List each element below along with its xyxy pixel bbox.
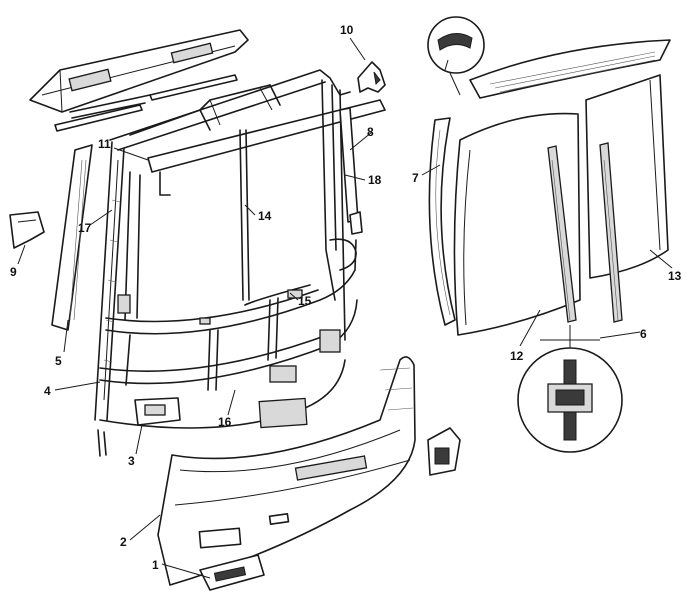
detail-circle-lower <box>517 325 623 453</box>
cab-frame <box>94 69 386 457</box>
callout-2: 2 <box>120 535 127 549</box>
leader-lines <box>17 37 673 579</box>
callout-11: 11 <box>98 137 111 151</box>
seal-strips <box>547 142 623 323</box>
callout-15: 15 <box>298 294 312 308</box>
callout-3: 3 <box>128 454 135 468</box>
callout-8: 8 <box>367 125 374 139</box>
rear-side-panel-12 <box>453 112 581 336</box>
callout-12: 12 <box>510 349 524 363</box>
roof-panel <box>29 29 249 119</box>
detail-circle-upper <box>427 16 485 96</box>
callout-14: 14 <box>258 209 272 223</box>
callout-13: 13 <box>668 269 682 283</box>
front-lower-panel <box>157 356 416 586</box>
callout-4: 4 <box>44 384 51 398</box>
rear-pillar-7 <box>428 117 456 326</box>
right-clip <box>349 211 363 235</box>
headlamp-housing <box>199 554 265 591</box>
rear-side-panel-13 <box>585 74 669 279</box>
callout-labels: 1 2 3 4 5 6 7 8 9 10 11 12 13 14 15 16 1… <box>10 23 682 572</box>
callout-7: 7 <box>412 171 419 185</box>
corner-pillar <box>51 144 93 331</box>
callout-16: 16 <box>218 415 232 429</box>
callout-10: 10 <box>340 23 354 37</box>
upper-mirror-bracket <box>357 61 386 93</box>
roof-trim-strips <box>54 74 238 132</box>
callout-6: 6 <box>640 327 647 341</box>
callout-1: 1 <box>152 558 159 572</box>
callout-5: 5 <box>55 354 62 368</box>
callout-9: 9 <box>10 265 17 279</box>
side-lamp <box>427 427 461 476</box>
rear-roof-panel <box>469 39 671 99</box>
side-bracket-part <box>9 211 45 249</box>
callout-17: 17 <box>78 221 92 235</box>
callout-18: 18 <box>368 173 382 187</box>
